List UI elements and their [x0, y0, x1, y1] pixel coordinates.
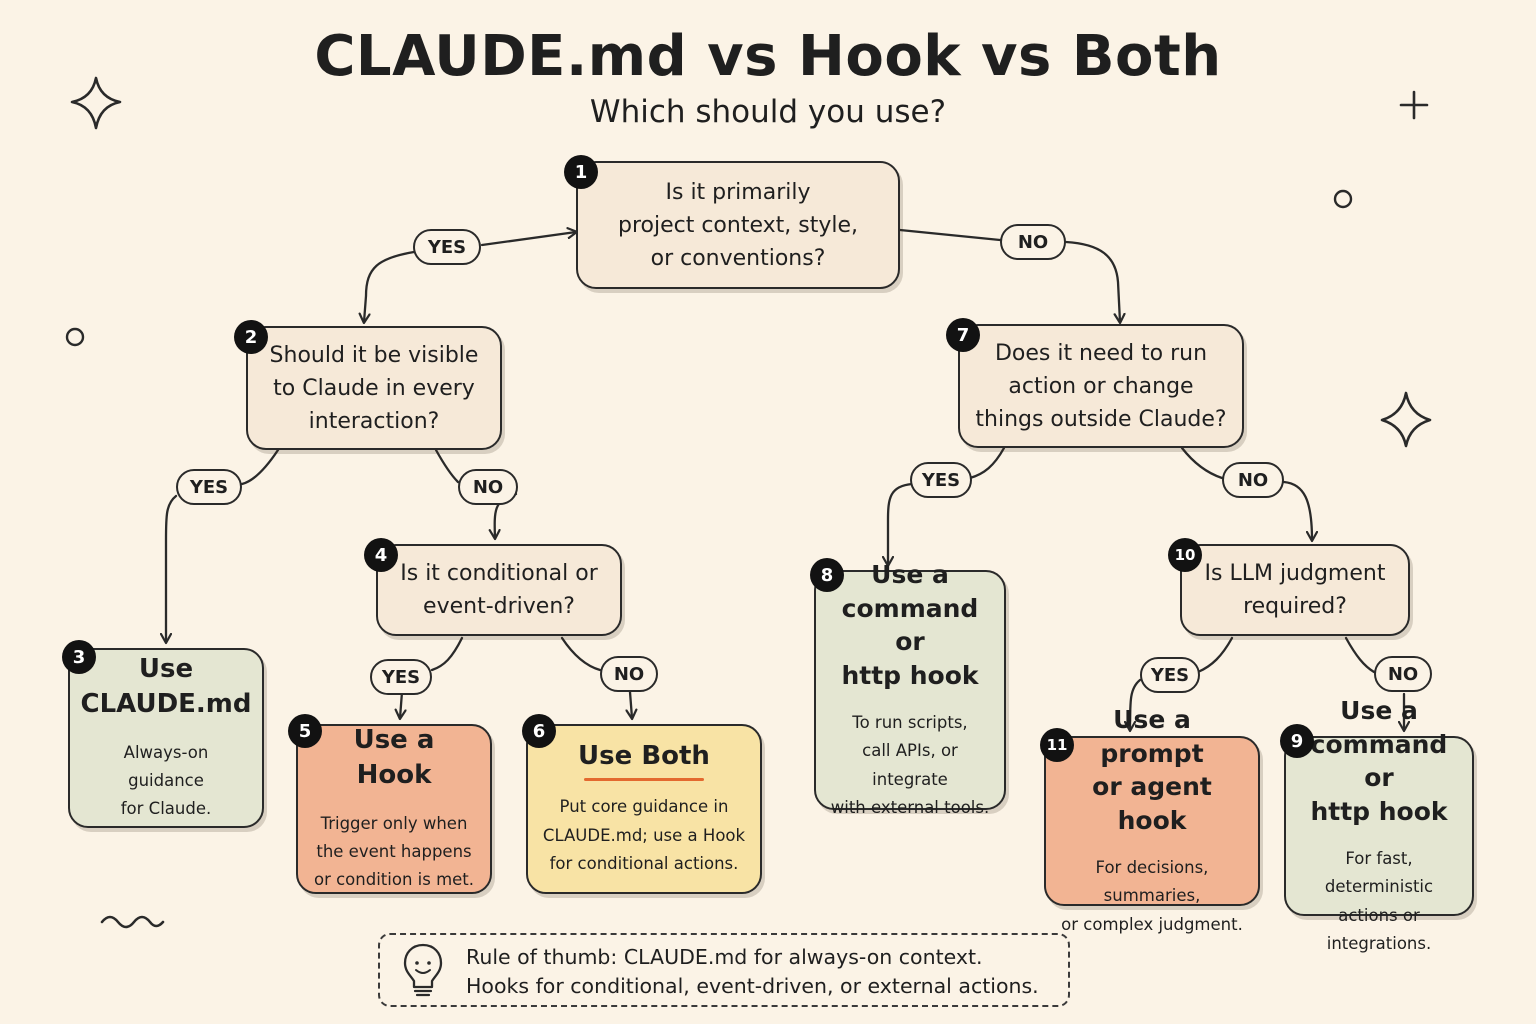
- question-text: project context, style,: [617, 212, 858, 238]
- page-title: CLAUDE.md vs Hook vs Both: [314, 24, 1222, 89]
- question-node-7: Does it need to run action or change thi…: [958, 324, 1244, 448]
- question-text: Is it primarily: [665, 179, 811, 205]
- circle-icon: [1333, 189, 1353, 209]
- branch-label-no: NO: [458, 469, 518, 505]
- connector-7-to-8: [968, 446, 1006, 480]
- connector-7-to-10-down: [1282, 480, 1312, 540]
- page-subtitle: Which should you use?: [589, 94, 947, 130]
- answer-description: Trigger only when the event happens or c…: [313, 813, 475, 890]
- answer-title: Use Both: [578, 741, 710, 772]
- connector-2-to-3-down: [166, 494, 178, 642]
- connector-1-to-7: [898, 228, 1002, 242]
- rule-of-thumb-text: Rule of thumb: CLAUDE.md for always-on c…: [466, 945, 1039, 998]
- question-text: things outside Claude?: [975, 406, 1227, 432]
- branch-label-no: NO: [1000, 224, 1066, 260]
- lightbulb-icon: [403, 943, 443, 997]
- branch-label-no: NO: [1222, 462, 1284, 498]
- step-badge-10: 10: [1168, 538, 1202, 572]
- connector-10-to-9: [1344, 636, 1376, 674]
- answer-title: Use a Hook: [353, 725, 435, 791]
- question-text: or conventions?: [650, 245, 826, 271]
- answer-description: To run scripts, call APIs, or integrate …: [830, 712, 990, 817]
- question-text: required?: [1243, 594, 1347, 619]
- connector-4-to-5-down: [400, 690, 402, 718]
- branch-label-yes: YES: [910, 462, 972, 498]
- step-badge-1: 1: [564, 155, 598, 189]
- connector-2-to-3: [240, 448, 280, 486]
- connector-7-to-10: [1180, 446, 1224, 480]
- answer-node-6: Use Both Put core guidance in CLAUDE.md;…: [526, 724, 762, 894]
- question-text: Does it need to run: [994, 340, 1208, 366]
- connector-10-to-11: [1196, 636, 1234, 674]
- connector-2-to-4: [434, 448, 460, 484]
- step-badge-3: 3: [62, 640, 96, 674]
- question-node-10: Is LLM judgment required?: [1180, 544, 1410, 636]
- step-badge-5: 5: [288, 714, 322, 748]
- answer-node-11: Use a prompt or agent hook For decisions…: [1044, 705, 1260, 934]
- step-badge-6: 6: [522, 714, 556, 748]
- answer-node-9: Use a command or http hook For fast, det…: [1284, 696, 1474, 953]
- question-text: interaction?: [308, 408, 440, 434]
- question-node-4: Is it conditional or event-driven?: [376, 544, 622, 636]
- answer-title: Use a command or http hook: [1310, 695, 1448, 826]
- connector-1-to-2: [480, 232, 576, 247]
- answer-description: For decisions, summaries, or complex jud…: [1061, 857, 1243, 934]
- question-text: Should it be visible: [269, 342, 479, 368]
- branch-label-yes: YES: [176, 469, 242, 505]
- branch-label-yes: YES: [1140, 657, 1200, 693]
- connector-7-to-8-down: [888, 482, 914, 565]
- question-text: to Claude in every: [273, 375, 475, 401]
- title-underline: [584, 778, 704, 782]
- answer-description: For fast, deterministic actions or integ…: [1324, 848, 1434, 953]
- question-text: Is LLM judgment: [1204, 561, 1386, 586]
- branch-label-yes: YES: [413, 229, 481, 265]
- branch-label-no: NO: [600, 656, 658, 692]
- question-text: event-driven?: [423, 594, 575, 619]
- connector-1-to-7-down: [1064, 240, 1120, 322]
- answer-title: Use a command or http hook: [841, 559, 979, 690]
- connector-4-to-5: [430, 636, 464, 672]
- answer-description: Always-on guidance for Claude.: [120, 742, 212, 819]
- question-node-1: Is it primarily project context, style, …: [576, 161, 900, 289]
- branch-label-no: NO: [1374, 656, 1432, 692]
- answer-title: Use CLAUDE.md: [80, 654, 252, 720]
- branch-label-yes: YES: [370, 659, 432, 695]
- circle-icon: [65, 327, 85, 347]
- question-text: action or change: [1008, 373, 1194, 399]
- connector-1-to-2-down: [364, 250, 416, 322]
- step-badge-7: 7: [946, 318, 980, 352]
- connector-4-to-6: [560, 636, 602, 672]
- answer-node-8: Use a command or http hook To run script…: [814, 560, 1006, 817]
- four-point-star-icon: [1380, 391, 1432, 448]
- squiggle-icon: [100, 915, 165, 929]
- answer-node-5: Use a Hook Trigger only when the event h…: [296, 724, 492, 894]
- answer-node-3: Use CLAUDE.md Always-on guidance for Cla…: [68, 648, 264, 828]
- step-badge-9: 9: [1280, 724, 1314, 758]
- question-node-2: Should it be visible to Claude in every …: [246, 326, 502, 450]
- step-badge-4: 4: [364, 538, 398, 572]
- step-badge-11: 11: [1040, 728, 1074, 762]
- answer-description: Put core guidance in CLAUDE.md; use a Ho…: [542, 797, 746, 874]
- answer-title: Use a prompt or agent hook: [1092, 704, 1212, 836]
- question-text: Is it conditional or: [400, 561, 598, 586]
- step-badge-8: 8: [810, 558, 844, 592]
- connector-4-to-6-down: [630, 690, 632, 718]
- rule-of-thumb-box: Rule of thumb: CLAUDE.md for always-on c…: [378, 933, 1070, 1007]
- step-badge-2: 2: [234, 320, 268, 354]
